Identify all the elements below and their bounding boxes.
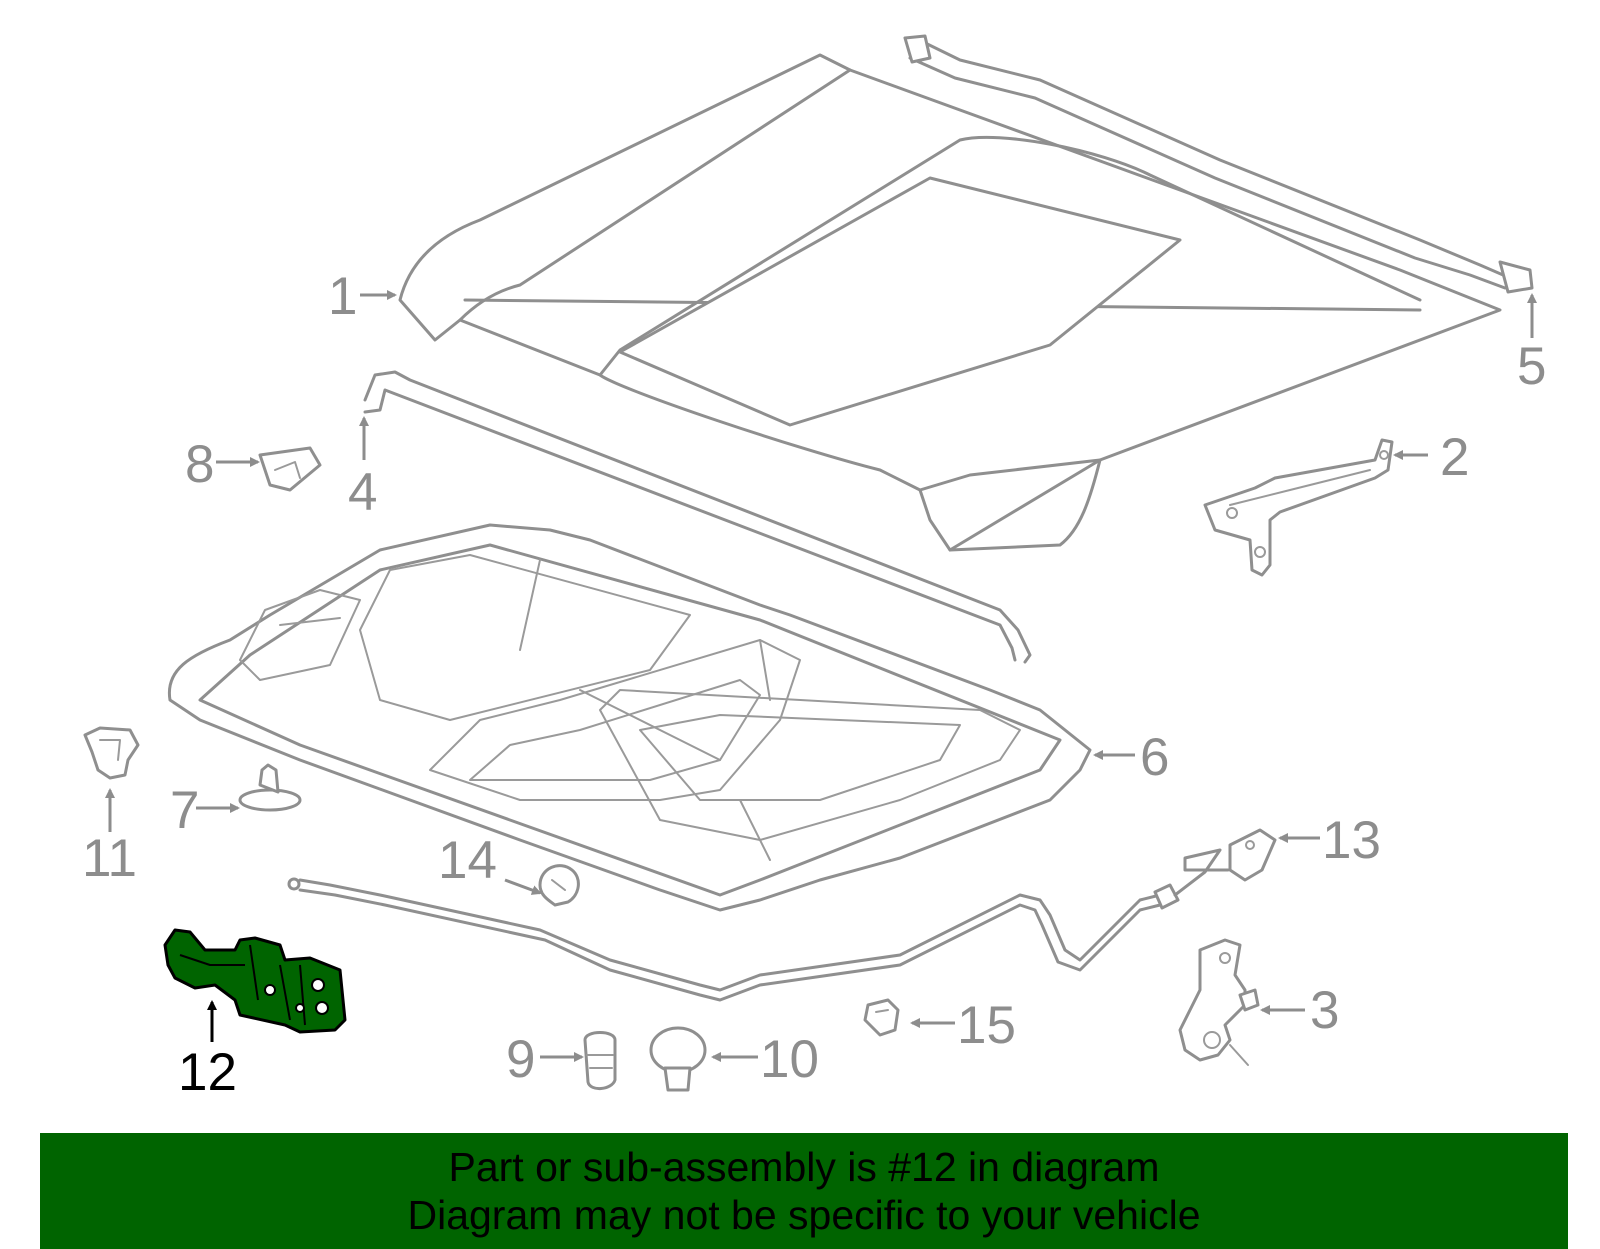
callout-4: 4	[348, 463, 377, 522]
callout-13: 13	[1322, 811, 1381, 870]
callout-8: 8	[185, 435, 214, 494]
callout-arrows	[105, 290, 1537, 1062]
callout-2: 2	[1440, 428, 1469, 487]
part-4-front-seal	[363, 370, 1032, 664]
callout-11: 11	[82, 829, 137, 888]
callout-7: 7	[170, 781, 199, 840]
part-14-clip	[538, 864, 580, 907]
release-cable	[287, 877, 1180, 1002]
banner-line-disclaimer: Diagram may not be specific to your vehi…	[407, 1192, 1201, 1238]
part-6-hood-inner-panel	[167, 523, 1092, 912]
part-15-clip-nut	[863, 998, 900, 1037]
part-11-clip	[83, 726, 140, 780]
callout-10: 10	[760, 1030, 819, 1089]
part-12-hood-hinge-highlighted	[163, 928, 347, 1034]
callout-12: 12	[178, 1043, 237, 1102]
part-10-bumper	[649, 1026, 707, 1092]
part-2-hood-hinge	[1203, 438, 1394, 577]
callout-1: 1	[328, 267, 357, 326]
banner-line-part-number: Part or sub-assembly is #12 in diagram	[448, 1144, 1160, 1190]
callout-15: 15	[957, 996, 1016, 1055]
part-13-release-handle	[1173, 828, 1277, 897]
callout-3: 3	[1310, 981, 1339, 1040]
callout-5: 5	[1517, 337, 1546, 396]
part-9-bumper-stop	[583, 1031, 617, 1090]
callout-6: 6	[1140, 728, 1169, 787]
part-8-bumper	[258, 446, 322, 492]
part-3-hood-latch	[1178, 938, 1260, 1066]
callout-9: 9	[506, 1030, 535, 1089]
part-1-hood-panel	[398, 53, 1502, 552]
part-7-push-pin	[238, 763, 302, 812]
callout-14: 14	[438, 831, 497, 890]
part-5-rear-seal	[903, 34, 1534, 294]
callout-labels: 1 2 3 4 5 6 7 8 9 10 11 12 13 14 15	[82, 267, 1546, 1102]
info-banner: Part or sub-assembly is #12 in diagram D…	[40, 1133, 1568, 1249]
